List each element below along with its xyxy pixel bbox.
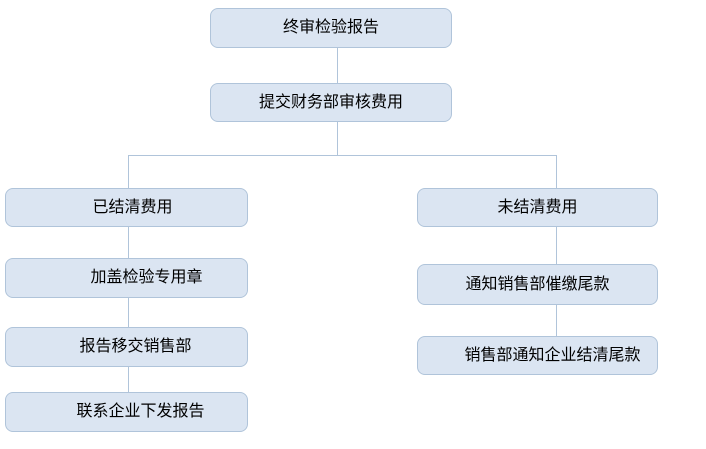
node-contact-enterprise-issue-report: 联系企业下发报告: [5, 392, 248, 432]
connector-stamp-to-transfer: [128, 298, 129, 327]
connector-split-to-unsettled: [556, 155, 557, 188]
connector-split-horizontal: [128, 155, 557, 156]
connector-notify-to-salesnotify: [556, 305, 557, 336]
node-submit-finance-review: 提交财务部审核费用: [210, 83, 452, 122]
node-final-inspection-report: 终审检验报告: [210, 8, 452, 48]
node-stamp-inspection-seal: 加盖检验专用章: [5, 258, 248, 298]
node-report-to-sales-dept: 报告移交销售部: [5, 327, 248, 367]
connector-unsettled-to-notify: [556, 227, 557, 264]
connector-root-to-submit: [337, 48, 338, 83]
node-notify-sales-collect-balance: 通知销售部催缴尾款: [417, 264, 658, 305]
connector-split-to-settled: [128, 155, 129, 188]
node-sales-notify-enterprise-settle-balance: 销售部通知企业结清尾款: [417, 336, 658, 375]
connector-transfer-to-contact: [128, 367, 129, 392]
connector-settled-to-stamp: [128, 227, 129, 258]
node-fees-unsettled: 未结清费用: [417, 188, 658, 227]
connector-submit-to-split: [337, 122, 338, 155]
node-fees-settled: 已结清费用: [5, 188, 248, 227]
